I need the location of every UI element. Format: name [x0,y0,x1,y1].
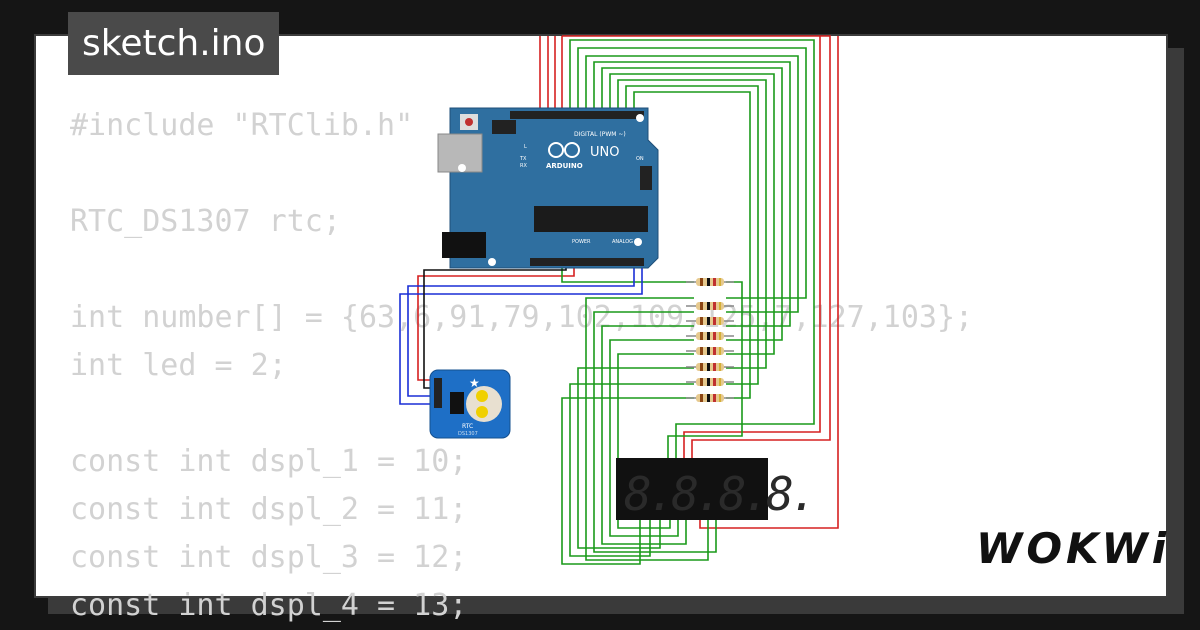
code-line-3: RTC_DS1307 rtc; [70,204,341,239]
code-line-10: const int dspl_3 = 12; [70,540,468,575]
star-icon: ★ [469,376,480,390]
svg-text:TX: TX [519,156,527,162]
digital-label: DIGITAL (PWM ~) [574,131,626,138]
svg-text:RTC: RTC [462,423,473,430]
resistor[interactable] [686,302,734,310]
svg-text:ON: ON [636,156,644,162]
file-tab[interactable]: sketch.ino [68,12,280,75]
svg-text:DS1307: DS1307 [458,431,478,437]
code-preview: #include "RTClib.h" RTC_DS1307 rtc; int nu… [70,102,973,630]
blue-wires [399,262,643,405]
code-line-11: const int dspl_4 = 13; [70,588,468,623]
resistor[interactable] [686,347,734,355]
svg-text:L: L [524,144,527,150]
wokwi-logo: WOKWi [976,524,1171,573]
svg-text:POWER: POWER [572,239,591,245]
digital-header [510,111,644,119]
display-digits: 8.8.8.8. [624,467,814,521]
code-line-1: #include "RTClib.h" [70,108,414,143]
code-line-5: int number[] = {63,6,91,79,102,109,125,7… [70,300,974,335]
resistor[interactable] [686,394,734,402]
arduino-uno-board[interactable]: DIGITAL (PWM ~) UNO ARDUINO L TX RX ON P… [437,107,659,269]
usb-port [437,133,483,173]
black-wire [423,262,567,389]
code-line-8: const int dspl_1 = 10; [70,444,468,479]
svg-text:RX: RX [520,163,527,169]
seven-segment-display[interactable]: 8.8.8.8. [616,458,818,521]
resistor[interactable] [686,363,734,371]
code-line-6: int led = 2; [70,348,287,383]
power-jack [442,232,486,258]
uno-label: UNO [590,145,619,160]
resistor[interactable] [686,378,734,386]
code-line-9: const int dspl_2 = 11; [70,492,468,527]
rtc-ds1307-module[interactable]: ★ RTC DS1307 [429,369,511,439]
resistors [686,278,734,402]
resistor[interactable] [686,278,734,286]
arduino-label: ARDUINO [546,162,583,170]
svg-text:ANALOG IN: ANALOG IN [612,239,640,245]
analog-header [530,258,644,266]
red-wires [417,35,839,529]
atmega-chip [534,206,648,232]
resistor[interactable] [686,332,734,340]
green-wires [561,39,815,565]
resistor[interactable] [686,317,734,325]
coin-battery [466,386,502,422]
